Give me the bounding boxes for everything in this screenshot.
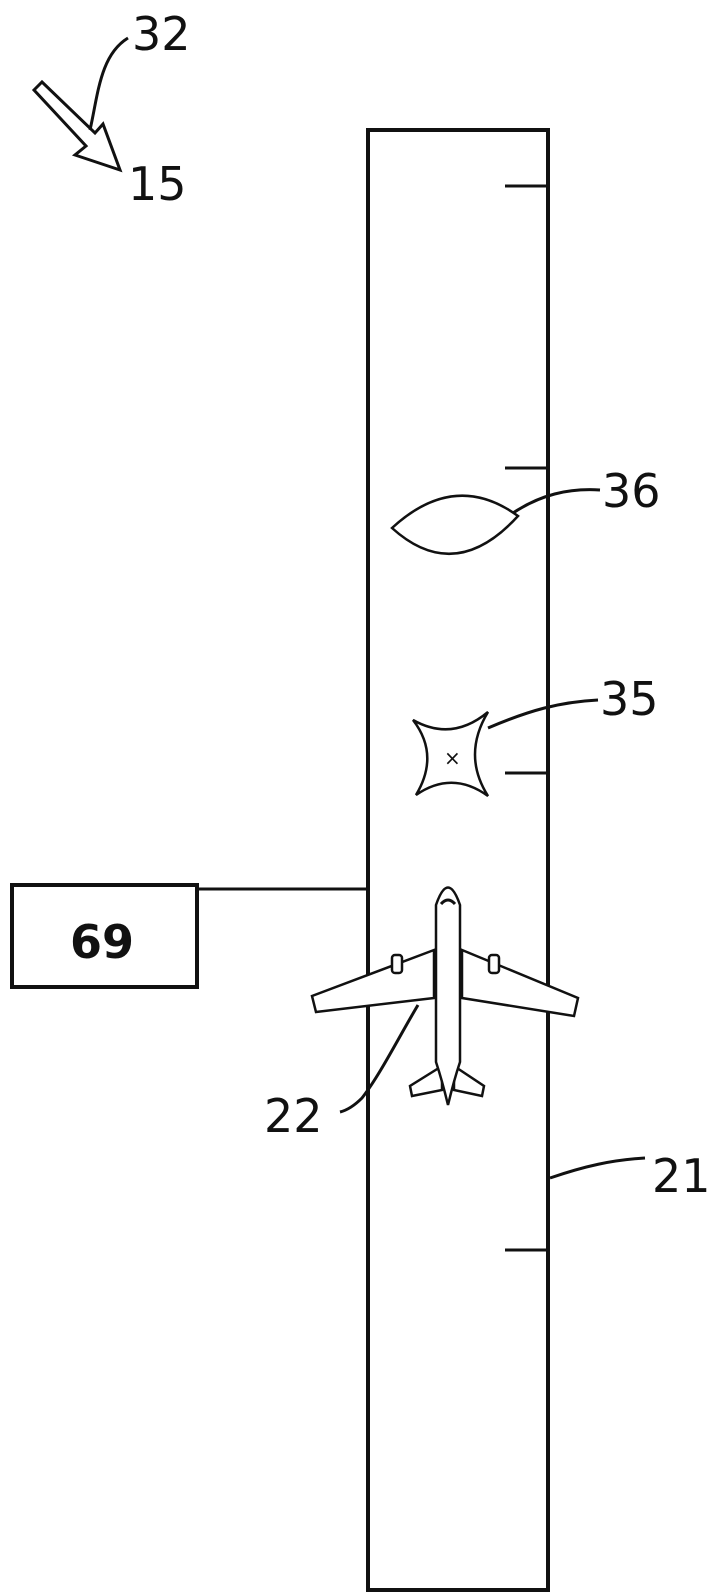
controller-box xyxy=(10,883,199,989)
label-36: 36 xyxy=(602,464,661,518)
label-32: 32 xyxy=(132,7,191,61)
leader-line-32 xyxy=(88,36,129,131)
direction-arrow-icon xyxy=(31,79,123,173)
star-obstacle xyxy=(412,711,490,798)
leader-line-35 xyxy=(487,698,599,730)
leader-line-36 xyxy=(512,488,601,515)
leader-line-21 xyxy=(549,1156,646,1180)
label-69: 69 xyxy=(70,915,134,969)
leader-line-22 xyxy=(339,1004,420,1114)
star-marker-icon: × xyxy=(444,746,461,770)
label-22: 22 xyxy=(264,1089,323,1143)
runway xyxy=(366,128,550,1592)
label-35: 35 xyxy=(600,672,659,726)
aircraft-icon xyxy=(310,886,580,1106)
label-21: 21 xyxy=(652,1149,711,1203)
runway-tick-marks xyxy=(505,184,548,1252)
label-15: 15 xyxy=(128,157,187,211)
lens-obstacle xyxy=(390,494,520,556)
